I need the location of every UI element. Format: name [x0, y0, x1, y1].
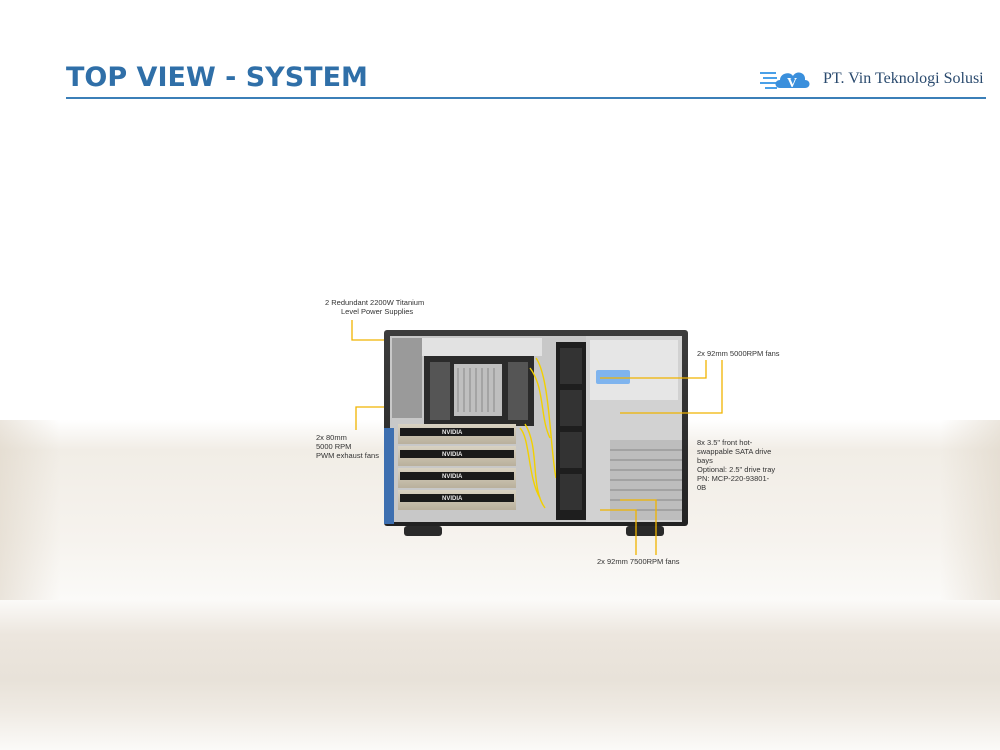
callout-text: PWM exhaust fans [316, 451, 379, 460]
server-chassis-image: NVIDIA NVIDIA NVIDIA NVIDIA [384, 330, 688, 536]
callout-text: 2x 80mm [316, 433, 347, 442]
callout-exhaust-fans: 2x 80mm 5000 RPM PWM exhaust fans [316, 433, 379, 460]
gpu-brand-label: NVIDIA [442, 496, 463, 502]
callout-text: 0B [697, 483, 707, 492]
callout-fans-7500rpm: 2x 92mm 7500RPM fans [597, 557, 680, 566]
company-logo: V PT. Vin Teknologi Solusi [760, 62, 990, 96]
callout-text: 2x 92mm 7500RPM fans [597, 557, 680, 566]
logo-mark-letter: V [787, 76, 797, 91]
gpu-brand-label: NVIDIA [442, 452, 463, 458]
callout-power-supplies: 2 Redundant 2200W Titanium Level Power S… [325, 298, 424, 316]
gpu-brand-label: NVIDIA [442, 430, 463, 436]
callout-text: 5000 RPM [316, 442, 352, 451]
callout-drive-bays: 8x 3.5" front hot- swappable SATA drive … [697, 438, 775, 492]
callout-text: 2 Redundant 2200W Titanium [325, 298, 425, 307]
callout-text: 2x 92mm 5000RPM fans [697, 349, 780, 358]
callout-fans-5000rpm: 2x 92mm 5000RPM fans [697, 349, 780, 358]
cloud-v-logo-icon: V [760, 72, 810, 91]
title-underline [66, 97, 986, 99]
page-title: TOP VIEW - SYSTEM [66, 62, 368, 93]
callout-text: Optional: 2.5" drive tray [697, 465, 776, 474]
callout-text: swappable SATA drive [697, 447, 772, 456]
company-name: PT. Vin Teknologi Solusi [823, 70, 984, 87]
callout-text: 8x 3.5" front hot- [697, 438, 753, 447]
callout-text: Level Power Supplies [341, 307, 414, 316]
callout-text: PN: MCP-220-93801- [697, 474, 770, 483]
callout-text: bays [697, 456, 713, 465]
gpu-brand-label: NVIDIA [442, 474, 463, 480]
